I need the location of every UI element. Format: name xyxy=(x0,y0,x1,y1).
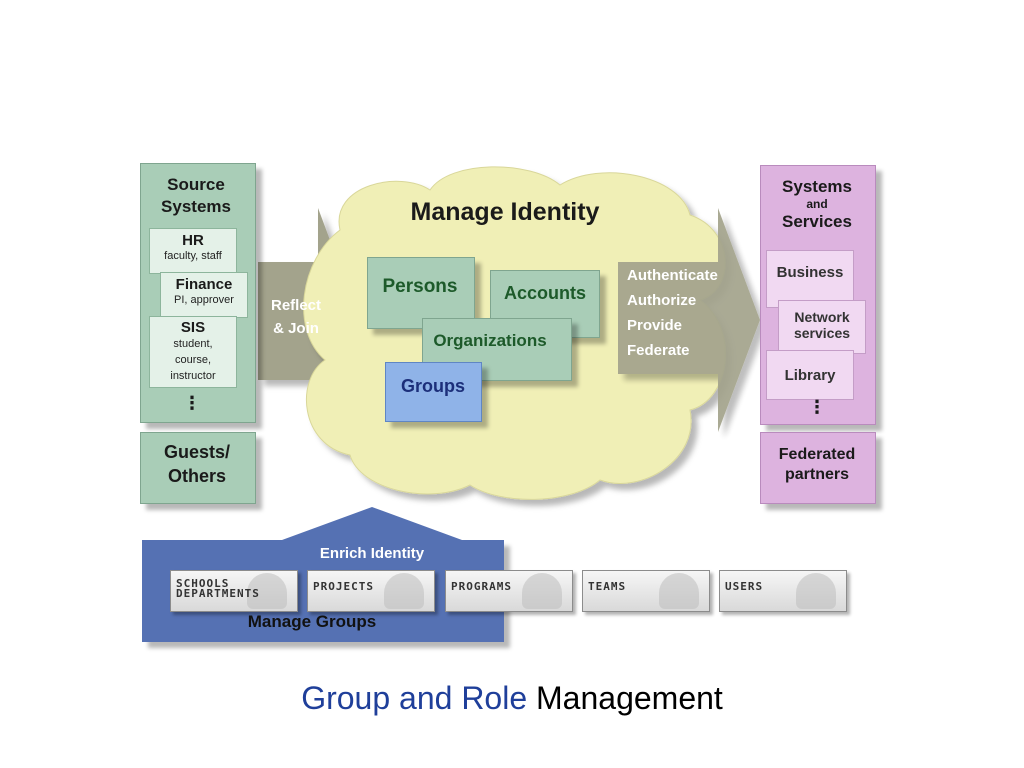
manage-identity-title: Manage Identity xyxy=(410,198,600,226)
systems-more: ⋮ xyxy=(808,397,826,417)
network-label: Network services xyxy=(793,309,851,341)
groups-box xyxy=(385,362,482,422)
outflow-arrow xyxy=(618,208,760,432)
hr-sub: faculty, staff xyxy=(164,250,222,262)
group-tag-person-icon xyxy=(384,573,424,609)
sis-sub2: course, xyxy=(174,354,212,366)
systems-title-1: Systems xyxy=(782,177,852,196)
systems-title-2: Services xyxy=(782,212,852,231)
group-tag-teams: TEAMS xyxy=(582,570,710,612)
source-systems-title: Source Systems xyxy=(161,175,231,216)
federated-box xyxy=(760,432,876,504)
federated-label: Federated partners xyxy=(778,446,856,483)
caption: Group and Role Management xyxy=(0,680,1024,717)
caption-blue: Group and Role xyxy=(301,680,528,716)
group-tag-person-icon xyxy=(247,573,287,609)
manage-groups-label: Manage Groups xyxy=(247,612,377,631)
source-more: ⋮ xyxy=(183,393,201,413)
enrich-arrow xyxy=(282,507,462,540)
finance-box: Finance PI, approver xyxy=(160,272,248,318)
outflow-item-authorize: Authorize xyxy=(627,292,697,309)
organizations-label: Organizations xyxy=(433,331,547,350)
group-tag-teams-label: TEAMS xyxy=(588,580,627,593)
finance-title: Finance xyxy=(175,276,233,293)
guests-box xyxy=(140,432,256,504)
reflect-line1: Reflect xyxy=(270,297,322,314)
group-tag-users-label: USERS xyxy=(725,580,764,593)
caption-black: Management xyxy=(536,680,723,716)
group-tag-person-icon xyxy=(796,573,836,609)
group-tag-schools-label: SCHOOLS DEPARTMENTS xyxy=(176,577,260,600)
group-tag-person-icon xyxy=(522,573,562,609)
outflow-item-provide: Provide xyxy=(627,317,683,334)
library-box xyxy=(766,350,854,400)
group-tag-projects: PROJECTS xyxy=(307,570,435,612)
finance-sub: PI, approver xyxy=(174,294,234,306)
sis-title: SIS xyxy=(180,319,206,336)
systems-and: and xyxy=(806,197,828,211)
group-tag-programs-label: PROGRAMS xyxy=(451,580,512,593)
guests-label: Guests/ Others xyxy=(163,442,231,486)
reflect-line2: & Join xyxy=(273,320,319,337)
persons-label: Persons xyxy=(382,276,458,297)
business-label: Business xyxy=(776,264,844,281)
enrich-identity-label: Enrich Identity xyxy=(319,545,425,562)
accounts-label: Accounts xyxy=(503,283,586,303)
outflow-item-federate: Federate xyxy=(627,342,690,359)
library-label: Library xyxy=(784,367,836,384)
group-tag-schools: SCHOOLS DEPARTMENTS xyxy=(170,570,298,612)
groups-label: Groups xyxy=(400,376,465,396)
persons-box xyxy=(367,257,475,329)
sis-sub1: student, xyxy=(173,338,213,350)
group-tag-programs: PROGRAMS xyxy=(445,570,573,612)
hr-title: HR xyxy=(182,232,204,249)
sis-box: SIS student, course, instructor xyxy=(149,316,237,388)
group-tag-users: USERS xyxy=(719,570,847,612)
group-tag-person-icon xyxy=(659,573,699,609)
hr-box: HR faculty, staff xyxy=(149,228,237,274)
group-tag-projects-label: PROJECTS xyxy=(313,580,374,593)
outflow-item-authenticate: Authenticate xyxy=(627,267,718,284)
sis-sub3: instructor xyxy=(170,370,216,382)
